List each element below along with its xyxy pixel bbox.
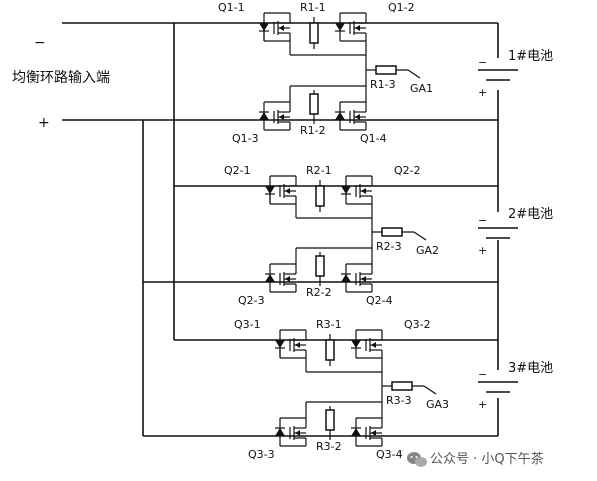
ga-lead — [413, 231, 427, 241]
label-r1: R1-1 — [300, 1, 326, 14]
mosfet-arrow — [285, 188, 290, 194]
label-battery-plus: + — [478, 398, 487, 411]
diode-icon — [259, 112, 269, 120]
resistor-r3-2 — [325, 409, 335, 431]
resistor-r2-1 — [315, 185, 325, 207]
label-r2: R1-2 — [300, 124, 326, 137]
mosfet-q1-4 — [335, 101, 367, 131]
ga-lead — [407, 69, 421, 79]
diode-icon — [275, 428, 285, 436]
label-battery: 3#电池 — [508, 361, 553, 376]
mosfet-q1-3 — [259, 101, 291, 131]
label-battery-plus: + — [478, 86, 487, 99]
input-title: 均衡环路输入端 — [12, 70, 110, 86]
diode-icon — [351, 428, 361, 436]
label-battery: 1#电池 — [508, 49, 553, 64]
label-r2: R2-2 — [306, 286, 332, 299]
input-plus-label: + — [38, 115, 50, 131]
mosfet-q3-2 — [351, 329, 383, 359]
diode-icon — [335, 112, 345, 120]
mosfet-arrow — [371, 342, 376, 348]
label-ga: GA3 — [426, 398, 449, 411]
label-q1: Q3-1 — [234, 318, 261, 331]
label-q3: Q1-3 — [232, 132, 259, 145]
label-r1: R3-1 — [316, 318, 342, 331]
label-r3: R3-3 — [386, 394, 412, 407]
diode-icon — [341, 186, 351, 194]
label-battery-minus: − — [478, 214, 487, 227]
label-ga: GA2 — [416, 244, 439, 257]
label-ga: GA1 — [410, 82, 433, 95]
mosfet-arrow — [279, 114, 284, 120]
mosfet-arrow — [361, 188, 366, 194]
stage-group: Q1-1 Q1-2Q1-3 Q1-4 R1-1R1-2 R1-3 GA1 1#电池 − + Q2-… — [143, 1, 553, 461]
watermark: 公众号 · 小Q下午茶 — [407, 451, 544, 467]
mosfet-q2-4 — [341, 263, 373, 293]
diode-icon — [351, 340, 361, 348]
label-q2: Q1-2 — [388, 1, 415, 14]
label-q4: Q1-4 — [360, 132, 387, 145]
wechat-icon — [407, 452, 427, 467]
label-r1: R2-1 — [306, 164, 332, 177]
label-q1: Q1-1 — [218, 1, 245, 14]
mosfet-arrow — [295, 430, 300, 436]
mosfet-arrow — [285, 276, 290, 282]
diode-icon — [341, 274, 351, 282]
label-battery-plus: + — [478, 244, 487, 257]
ga-lead — [423, 385, 437, 395]
label-q4: Q2-4 — [366, 294, 393, 307]
resistor-r2-2 — [315, 255, 325, 277]
mosfet-q1-2 — [335, 12, 367, 42]
diode-icon — [335, 23, 345, 31]
label-battery-minus: − — [478, 56, 487, 69]
mosfet-arrow — [295, 342, 300, 348]
mosfet-arrow — [279, 25, 284, 31]
label-q3: Q3-3 — [248, 448, 275, 461]
watermark-text: 公众号 · 小Q下午茶 — [430, 451, 544, 467]
mosfet-q3-4 — [351, 417, 383, 447]
resistor-r3-1 — [325, 339, 335, 361]
mosfet-arrow — [355, 114, 360, 120]
mosfet-arrow — [355, 25, 360, 31]
label-r3: R1-3 — [370, 78, 396, 91]
mosfet-arrow — [371, 430, 376, 436]
label-q4: Q3-4 — [376, 448, 403, 461]
label-q2: Q2-2 — [394, 164, 421, 177]
label-q1: Q2-1 — [224, 164, 251, 177]
resistor-r1-1 — [309, 22, 319, 44]
mosfet-q2-3 — [265, 263, 297, 293]
resistor-r2-3 — [381, 227, 403, 237]
mosfet-arrow — [361, 276, 366, 282]
resistor-r1-2 — [309, 93, 319, 115]
label-q2: Q3-2 — [404, 318, 431, 331]
label-battery: 2#电池 — [508, 207, 553, 222]
mosfet-q2-2 — [341, 175, 373, 205]
label-battery-minus: − — [478, 368, 487, 381]
resistor-r3-3 — [391, 381, 413, 391]
input-minus-label: − — [34, 35, 46, 51]
label-r3: R2-3 — [376, 240, 402, 253]
label-r2: R3-2 — [316, 440, 342, 453]
mosfet-q1-1 — [259, 12, 291, 42]
mosfet-q3-3 — [275, 417, 307, 447]
label-q3: Q2-3 — [238, 294, 265, 307]
diode-icon — [265, 274, 275, 282]
resistor-r1-3 — [375, 65, 397, 75]
